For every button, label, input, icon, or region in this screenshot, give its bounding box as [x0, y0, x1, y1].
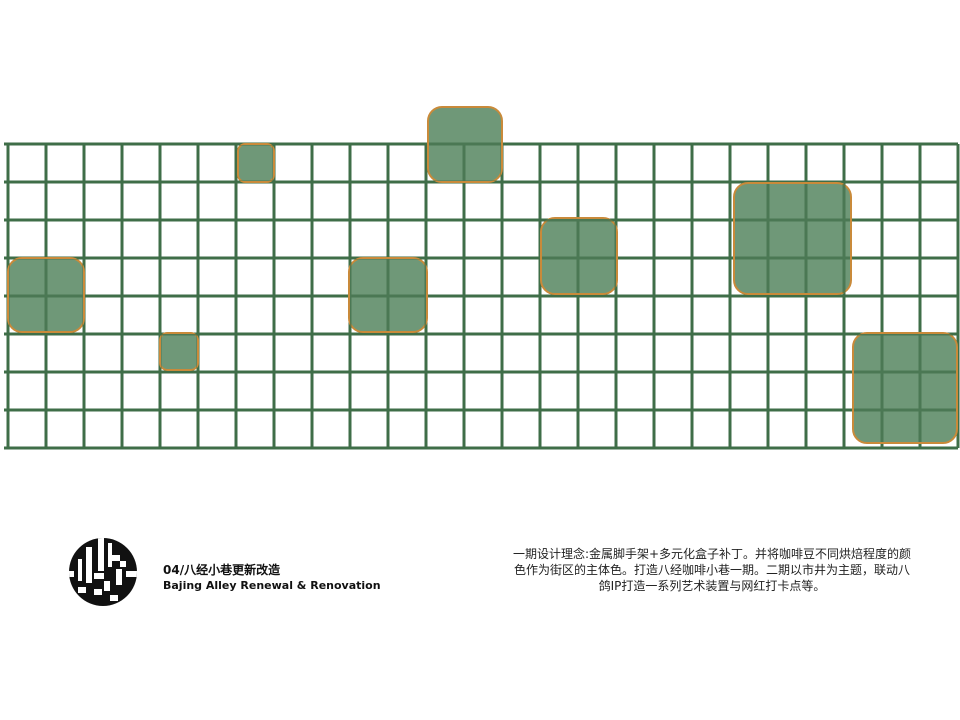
box-patch: [733, 182, 852, 295]
project-title-cn: 04/八经小巷更新改造: [163, 563, 281, 577]
project-title-block: 04/八经小巷更新改造 Bajing Alley Renewal & Renov…: [163, 562, 423, 593]
patch-grid-overlay: [429, 142, 501, 181]
patch-grid-overlay: [9, 259, 83, 331]
box-patch: [159, 332, 199, 371]
patch-grid-overlay: [350, 259, 426, 331]
project-title-en: Bajing Alley Renewal & Renovation: [163, 579, 381, 592]
project-logo: [69, 538, 137, 606]
box-patches: [7, 106, 958, 444]
patch-grid-overlay: [735, 184, 850, 293]
box-patch: [237, 143, 275, 183]
box-patch: [852, 332, 958, 444]
grid-lines-overlay: [9, 142, 956, 442]
patch-grid-overlay: [854, 334, 956, 442]
design-description: 一期设计理念:金属脚手架+多元化盒子补丁。并将咖啡豆不同烘焙程度的颜色作为街区的…: [512, 547, 912, 593]
